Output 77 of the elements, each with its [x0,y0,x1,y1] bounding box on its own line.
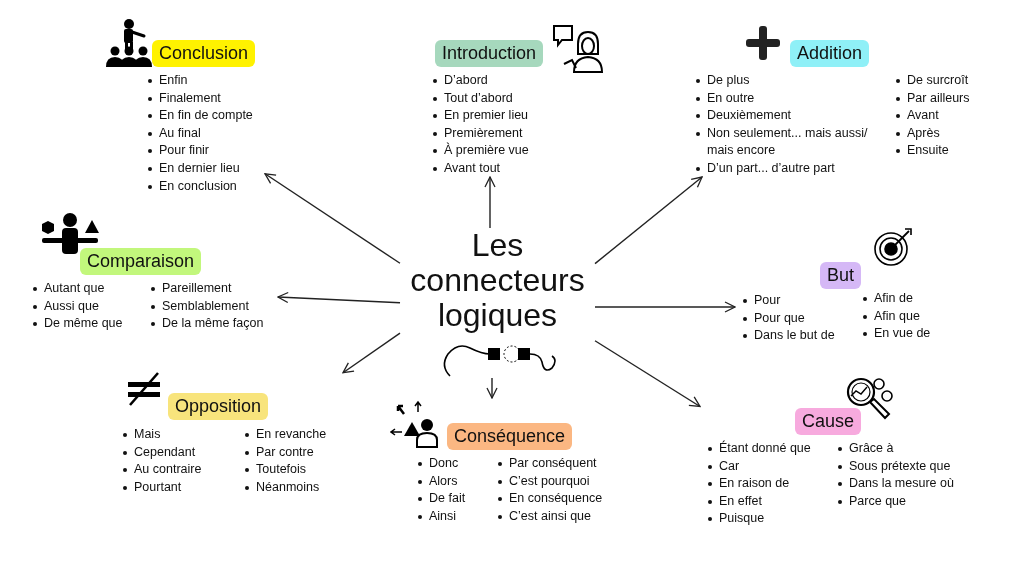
list-item: Toutefois [242,461,342,479]
list-item: En revanche [242,426,342,444]
heading-label: Opposition [168,393,269,420]
list-item: Ensuite [893,142,980,160]
list-item: Au final [145,124,265,143]
list-item: Néanmoins [242,478,342,497]
list-item: Par ailleurs [893,89,980,108]
list-item: Enfin [145,72,265,90]
arrow [594,340,701,408]
title-text: Les connecteurs logiques [409,228,586,333]
list-item: Mais [120,426,240,444]
list-item: Deuxièmement [693,107,888,125]
list-item: Pour que [740,309,855,328]
list-item: En raison de [705,475,833,493]
list-item: Pour finir [145,142,265,160]
list-item: Dans la mesure où [835,475,965,493]
list-item: De même que [30,315,145,333]
heading-label: Comparaison [80,248,202,275]
list-item: Pourtant [120,478,240,497]
list-item: Finalement [145,89,265,108]
list-item: Car [705,457,833,476]
list-item: Parce que [835,492,965,511]
list-item: En premier lieu [430,107,570,125]
heading-label: Cause [795,408,862,435]
list-item: De plus [693,72,888,90]
list-item: De surcroît [893,72,980,90]
list-item: En fin de compte [145,107,265,125]
list-item: Au contraire [120,461,240,479]
arrow [486,377,498,399]
list-item: Semblablement [148,297,276,316]
list-item: Autant que [30,280,145,298]
arrow [342,332,401,374]
arrow [484,176,496,229]
list-item: De la même façon [148,315,276,333]
list-item: Avant [893,107,980,125]
list-item: De fait [415,490,495,508]
list-item: Grâce à [835,440,965,458]
list-item: Premièrement [430,124,570,143]
list-item: Par contre [242,443,342,462]
list-item: Aussi que [30,297,145,316]
heading-label: But [820,262,862,289]
heading-label: Addition [790,40,870,67]
list-item: Avant tout [430,159,570,178]
list-item: Puisque [705,510,833,528]
list-item: En outre [693,89,888,108]
arrow [264,173,401,264]
heading-label: Conséquence [447,423,573,450]
list-item: En dernier lieu [145,159,265,178]
list-item: Afin que [860,307,945,326]
list-item: Alors [415,472,495,491]
arrow [594,176,703,265]
list-item: D’un part... d’autre part [693,159,888,178]
list-item: En effet [705,492,833,511]
list-item: Afin de [860,290,945,308]
list-item: À première vue [430,142,570,160]
list-item: Dans le but de [740,327,855,345]
list-item: D’abord [430,72,570,90]
list-item: C’est ainsi que [495,507,613,526]
list-item: Étant donné que [705,440,833,458]
heading-label: Introduction [435,40,544,67]
list-item: En conséquence [495,490,613,508]
list-item: C’est pourquoi [495,472,613,491]
list-item: Après [893,124,980,143]
arrow [277,291,401,304]
list-item: Ainsi [415,507,495,526]
list-item: Pareillement [148,280,276,298]
heading-label: Conclusion [152,40,256,67]
list-item: Pour [740,292,855,310]
arrow [594,301,736,313]
list-item: En conclusion [145,177,265,196]
list-item: Cependant [120,443,240,462]
list-item: Tout d’abord [430,89,570,108]
list-item: Donc [415,455,495,473]
list-item: En vue de [860,325,945,343]
list-item: Sous prétexte que [835,457,965,476]
list-item: Non seulement... mais aussi/ mais encore [693,124,888,160]
list-item: Par conséquent [495,455,613,473]
